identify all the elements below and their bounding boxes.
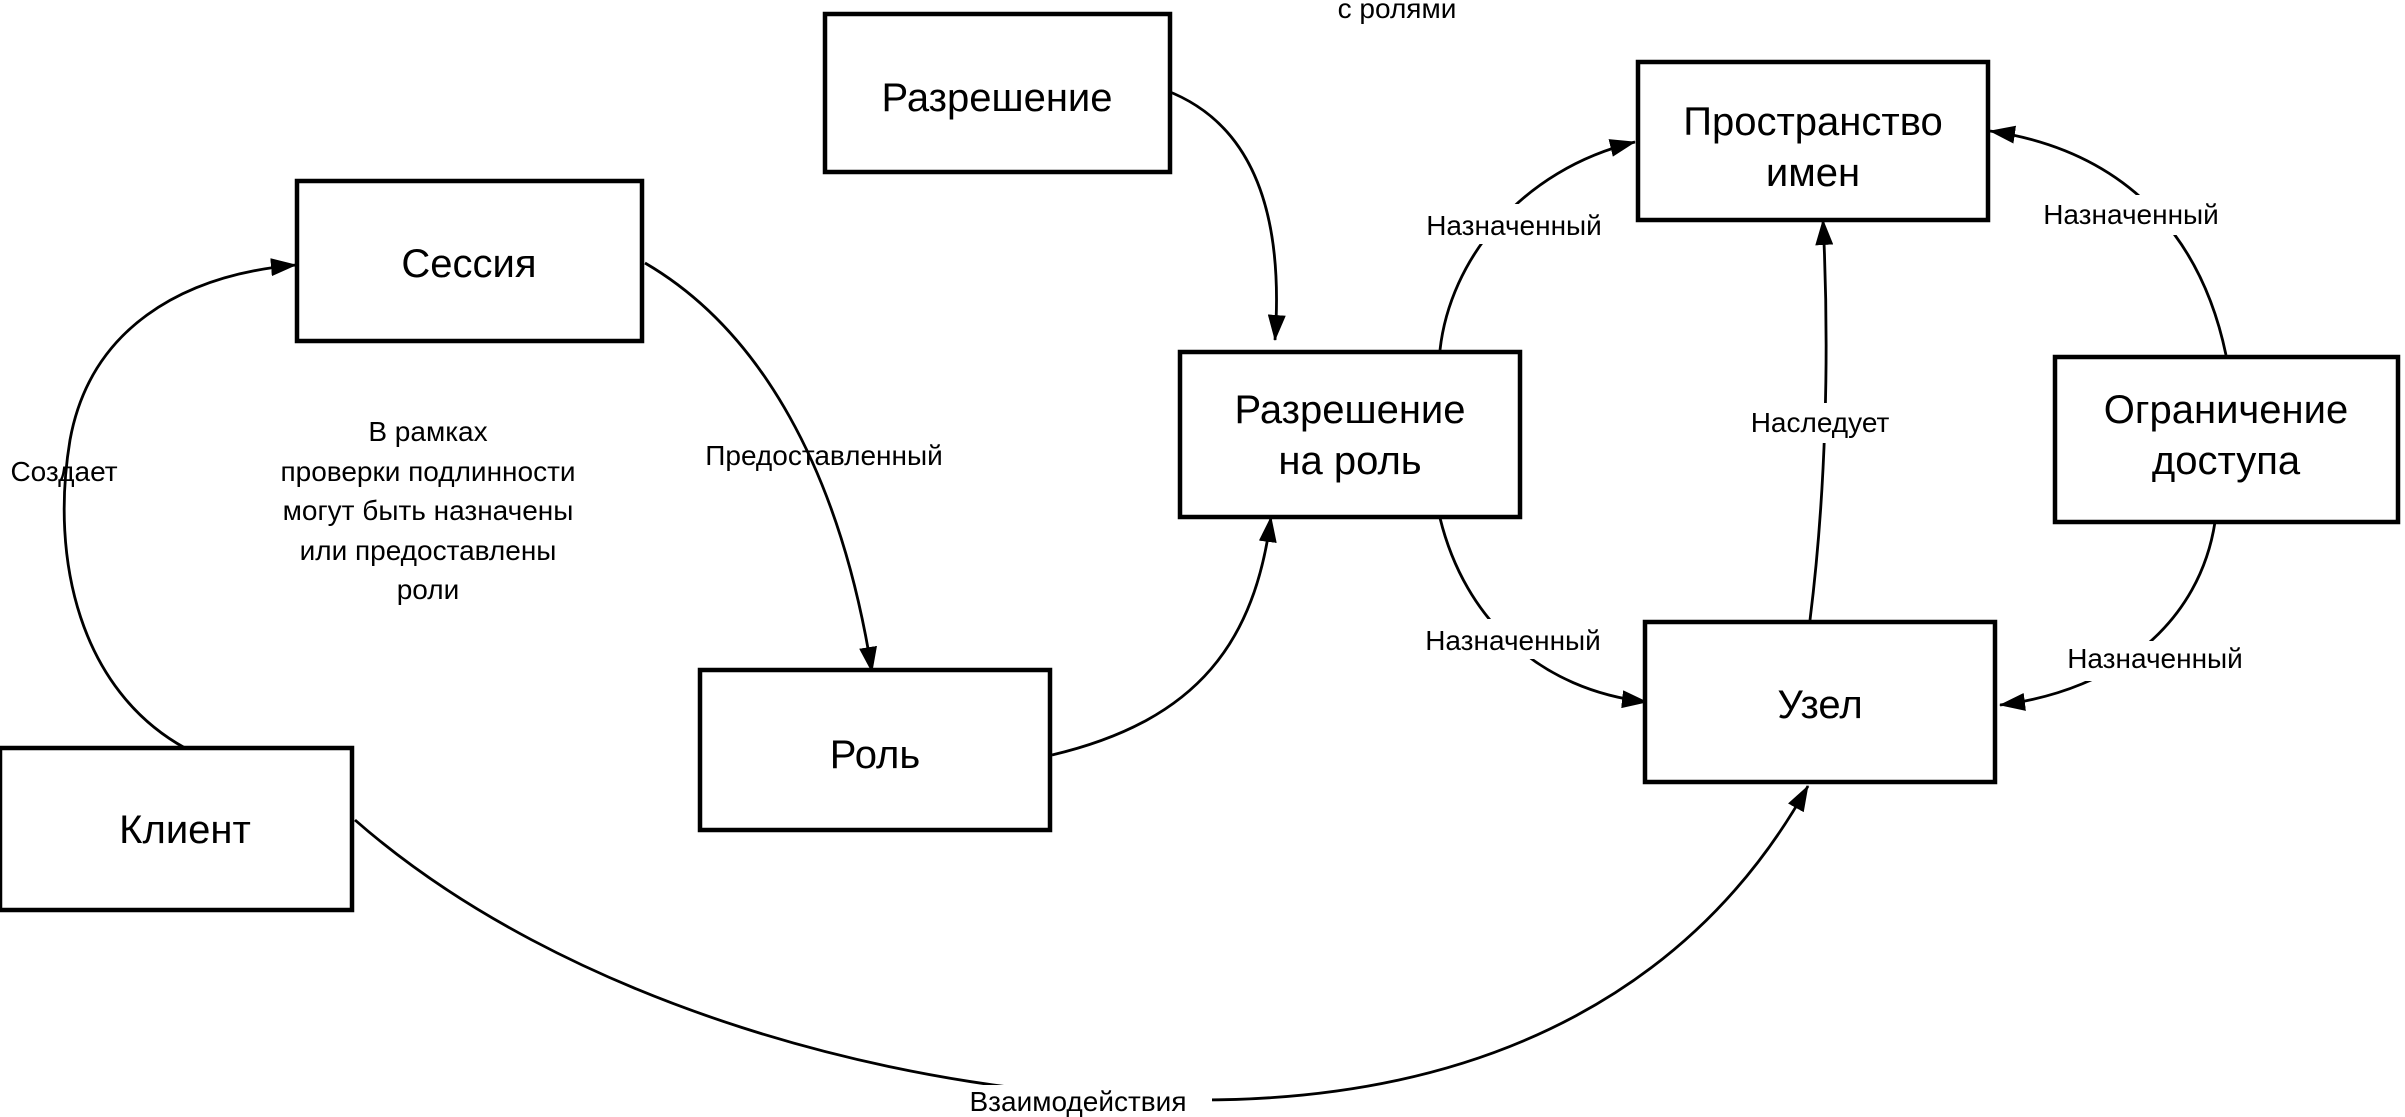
edge-role-permission-to-namespace <box>1438 139 1636 351</box>
note-line-3: могут быть назначены <box>283 495 574 526</box>
edge-restriction-to-namespace <box>1989 125 2228 356</box>
edge-label-inherits: Наследует <box>1751 407 1890 438</box>
node-node: Узел <box>1642 619 1998 785</box>
node-session: Сессия <box>294 178 645 344</box>
node-permission: Разрешение <box>822 11 1173 175</box>
node-role: Роль <box>697 667 1053 833</box>
edge-session-to-role <box>644 261 877 673</box>
node-role-permission-line1: Разрешение <box>1235 388 1466 432</box>
edge-permission-to-role-permission <box>1164 88 1286 341</box>
edge-client-to-session <box>62 258 297 750</box>
node-client: Клиент <box>0 745 355 913</box>
top-caption: с ролями <box>1338 0 1457 24</box>
node-role-permission-line2: на роль <box>1278 439 1421 483</box>
edge-label-assigned-namespace-left: Назначенный <box>1426 210 1602 241</box>
edge-label-assigned-node-left: Назначенный <box>1425 625 1601 656</box>
edge-role-permission-to-node <box>1438 517 1648 709</box>
edge-label-interactions: Взаимодействия <box>970 1086 1187 1117</box>
edge-label-granted: Предоставленный <box>705 440 942 471</box>
node-namespace-line1: Пространство <box>1683 100 1943 144</box>
node-access-restriction-line1: Ограничение <box>2104 388 2348 432</box>
node-session-label: Сессия <box>401 242 536 286</box>
edge-client-to-node <box>354 785 1810 1102</box>
node-role-label: Роль <box>830 733 920 777</box>
node-access-restriction-line2: доступа <box>2152 439 2301 483</box>
note-line-5: роли <box>397 574 460 605</box>
edge-role-to-role-permission <box>1051 516 1277 757</box>
edge-label-assigned-namespace-right: Назначенный <box>2043 199 2219 230</box>
node-node-label: Узел <box>1777 683 1862 727</box>
edge-label-creates: Создает <box>10 456 117 487</box>
node-role-permission: Разрешение на роль <box>1177 349 1523 520</box>
note-line-4: или предоставлены <box>300 535 557 566</box>
node-client-label: Клиент <box>119 808 251 852</box>
node-namespace-line2: имен <box>1766 151 1860 195</box>
edge-label-assigned-node-right: Назначенный <box>2067 643 2243 674</box>
node-access-restriction: Ограничение доступа <box>2052 354 2401 525</box>
node-namespace: Пространство имен <box>1635 59 1991 223</box>
node-permission-label: Разрешение <box>882 76 1113 120</box>
note-line-2: проверки подлинности <box>280 456 575 487</box>
auth-note: В рамках проверки подлинности могут быть… <box>280 416 575 605</box>
note-line-1: В рамках <box>368 416 487 447</box>
